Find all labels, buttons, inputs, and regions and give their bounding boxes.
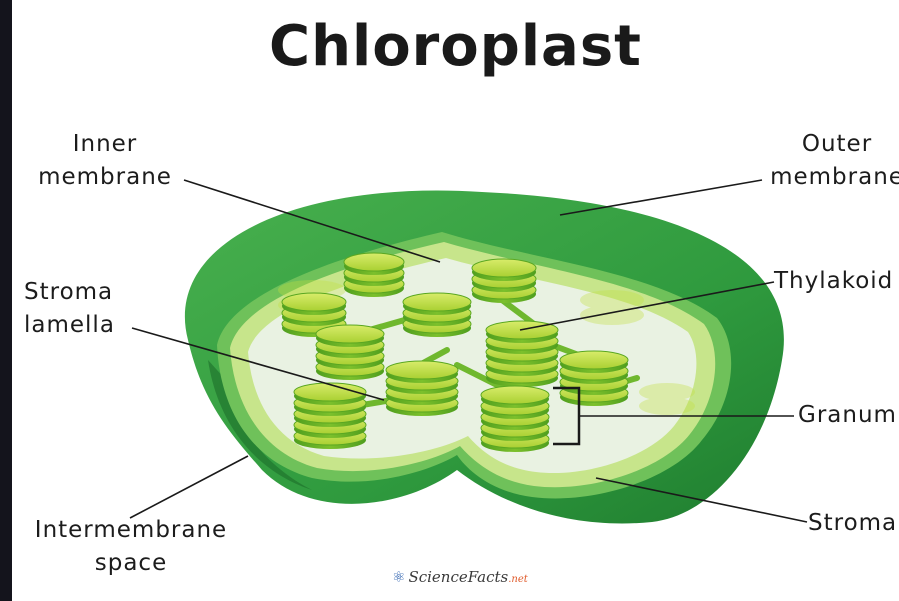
thylakoid-disc: [386, 361, 458, 379]
granum-stack: [481, 386, 549, 452]
thylakoid-disc: [472, 259, 536, 277]
label-thylakoid: Thylakoid: [774, 265, 893, 298]
label-stroma-lamella-line1: Stroma: [24, 276, 115, 309]
thylakoid-disc: [344, 253, 404, 271]
thylakoid-disc: [282, 293, 346, 311]
granum-stack: [316, 325, 384, 380]
granum-stack: [486, 321, 558, 387]
thylakoid-disc: [481, 386, 549, 404]
granum-stack: [386, 361, 458, 416]
sciencefacts-logo: ⚛ScienceFacts.net: [392, 568, 528, 586]
granum-stack: [294, 383, 366, 449]
atom-icon: ⚛: [392, 568, 405, 586]
label-granum: Granum: [798, 399, 897, 432]
diagram-canvas: Chloroplast: [12, 0, 899, 601]
thylakoid-disc: [316, 325, 384, 343]
granum-stack: [403, 293, 471, 337]
thylakoid-disc: [560, 351, 628, 369]
granum-stack: [560, 351, 628, 406]
thylakoid-disc: [403, 293, 471, 311]
label-intermembrane-space: Intermembrane space: [26, 514, 236, 580]
leader-intermembrane-space: [130, 456, 248, 518]
label-outer-membrane: Outer membrane: [757, 128, 899, 194]
label-intermembrane-space-line1: Intermembrane: [26, 514, 236, 547]
label-outer-membrane-line1: Outer: [757, 128, 899, 161]
label-inner-membrane-line1: Inner: [30, 128, 180, 161]
chloroplast-illustration: [12, 0, 899, 601]
label-stroma-lamella-line2: lamella: [24, 309, 115, 342]
label-stroma: Stroma: [808, 507, 897, 540]
label-outer-membrane-line2: membrane: [757, 161, 899, 194]
label-intermembrane-space-line2: space: [26, 547, 236, 580]
watermark-suffix: .net: [508, 574, 528, 585]
label-inner-membrane: Inner membrane: [30, 128, 180, 194]
granum-stack: [344, 253, 404, 297]
label-stroma-lamella: Stroma lamella: [24, 276, 115, 342]
watermark-brand: ScienceFacts: [408, 568, 508, 586]
label-inner-membrane-line2: membrane: [30, 161, 180, 194]
granum-stack: [472, 259, 536, 303]
leader-outer-membrane: [560, 180, 762, 215]
